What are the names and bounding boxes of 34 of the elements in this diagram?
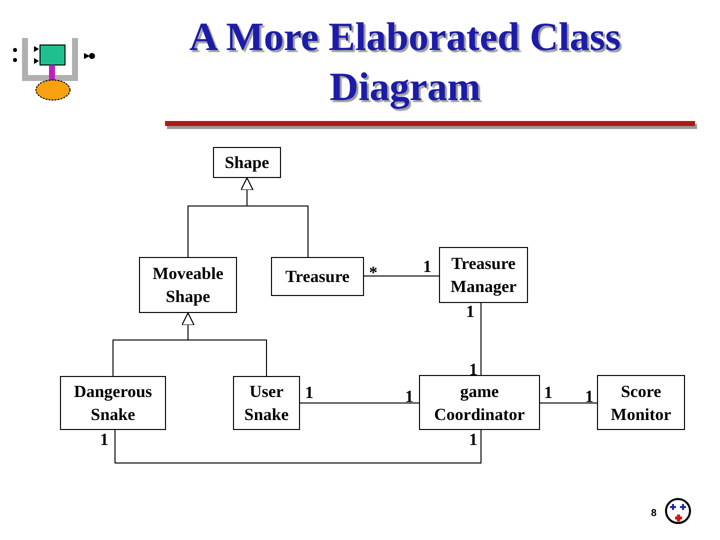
class-box <box>139 257 237 313</box>
class-name: Treasure Manager <box>449 253 518 298</box>
class-name: User Snake <box>243 381 290 426</box>
class-box <box>419 375 540 430</box>
multiplicity-label: 1 <box>405 388 414 406</box>
class-name: Shape <box>224 152 270 174</box>
multiplicity-label: 1 <box>423 258 432 276</box>
multiplicity-label: 1 <box>585 388 594 406</box>
multiplicity-label: 1 <box>469 361 478 379</box>
slide-title: A More Elaborated Class Diagram <box>188 13 622 111</box>
class-box <box>60 376 166 430</box>
association-line <box>300 402 420 404</box>
class-name: game Coordinator <box>433 380 526 426</box>
page-number: 8 <box>651 507 657 521</box>
multiplicity-label: 1 <box>469 431 478 449</box>
multiplicity-label: 1 <box>466 303 474 321</box>
class-box <box>213 147 281 178</box>
generalization-arrow <box>240 178 308 258</box>
class-name: Moveable Shape <box>152 263 224 308</box>
class-box <box>271 257 364 296</box>
class-box <box>439 247 528 303</box>
class-name: Score Monitor <box>610 380 672 426</box>
class-box <box>597 375 685 430</box>
multiplicity-label: 1 <box>305 384 314 402</box>
multiplicity-label: 1 <box>100 431 108 449</box>
multiplicity-label: 1 <box>544 384 552 402</box>
class-box <box>233 376 300 430</box>
association-line <box>114 430 482 464</box>
generalization-arrow <box>182 312 267 376</box>
association-line <box>540 402 598 404</box>
association-line <box>480 302 482 376</box>
class-name: Treasure <box>285 266 350 288</box>
class-name: Dangerous Snake <box>72 381 154 426</box>
multiplicity-label: * <box>369 264 378 282</box>
